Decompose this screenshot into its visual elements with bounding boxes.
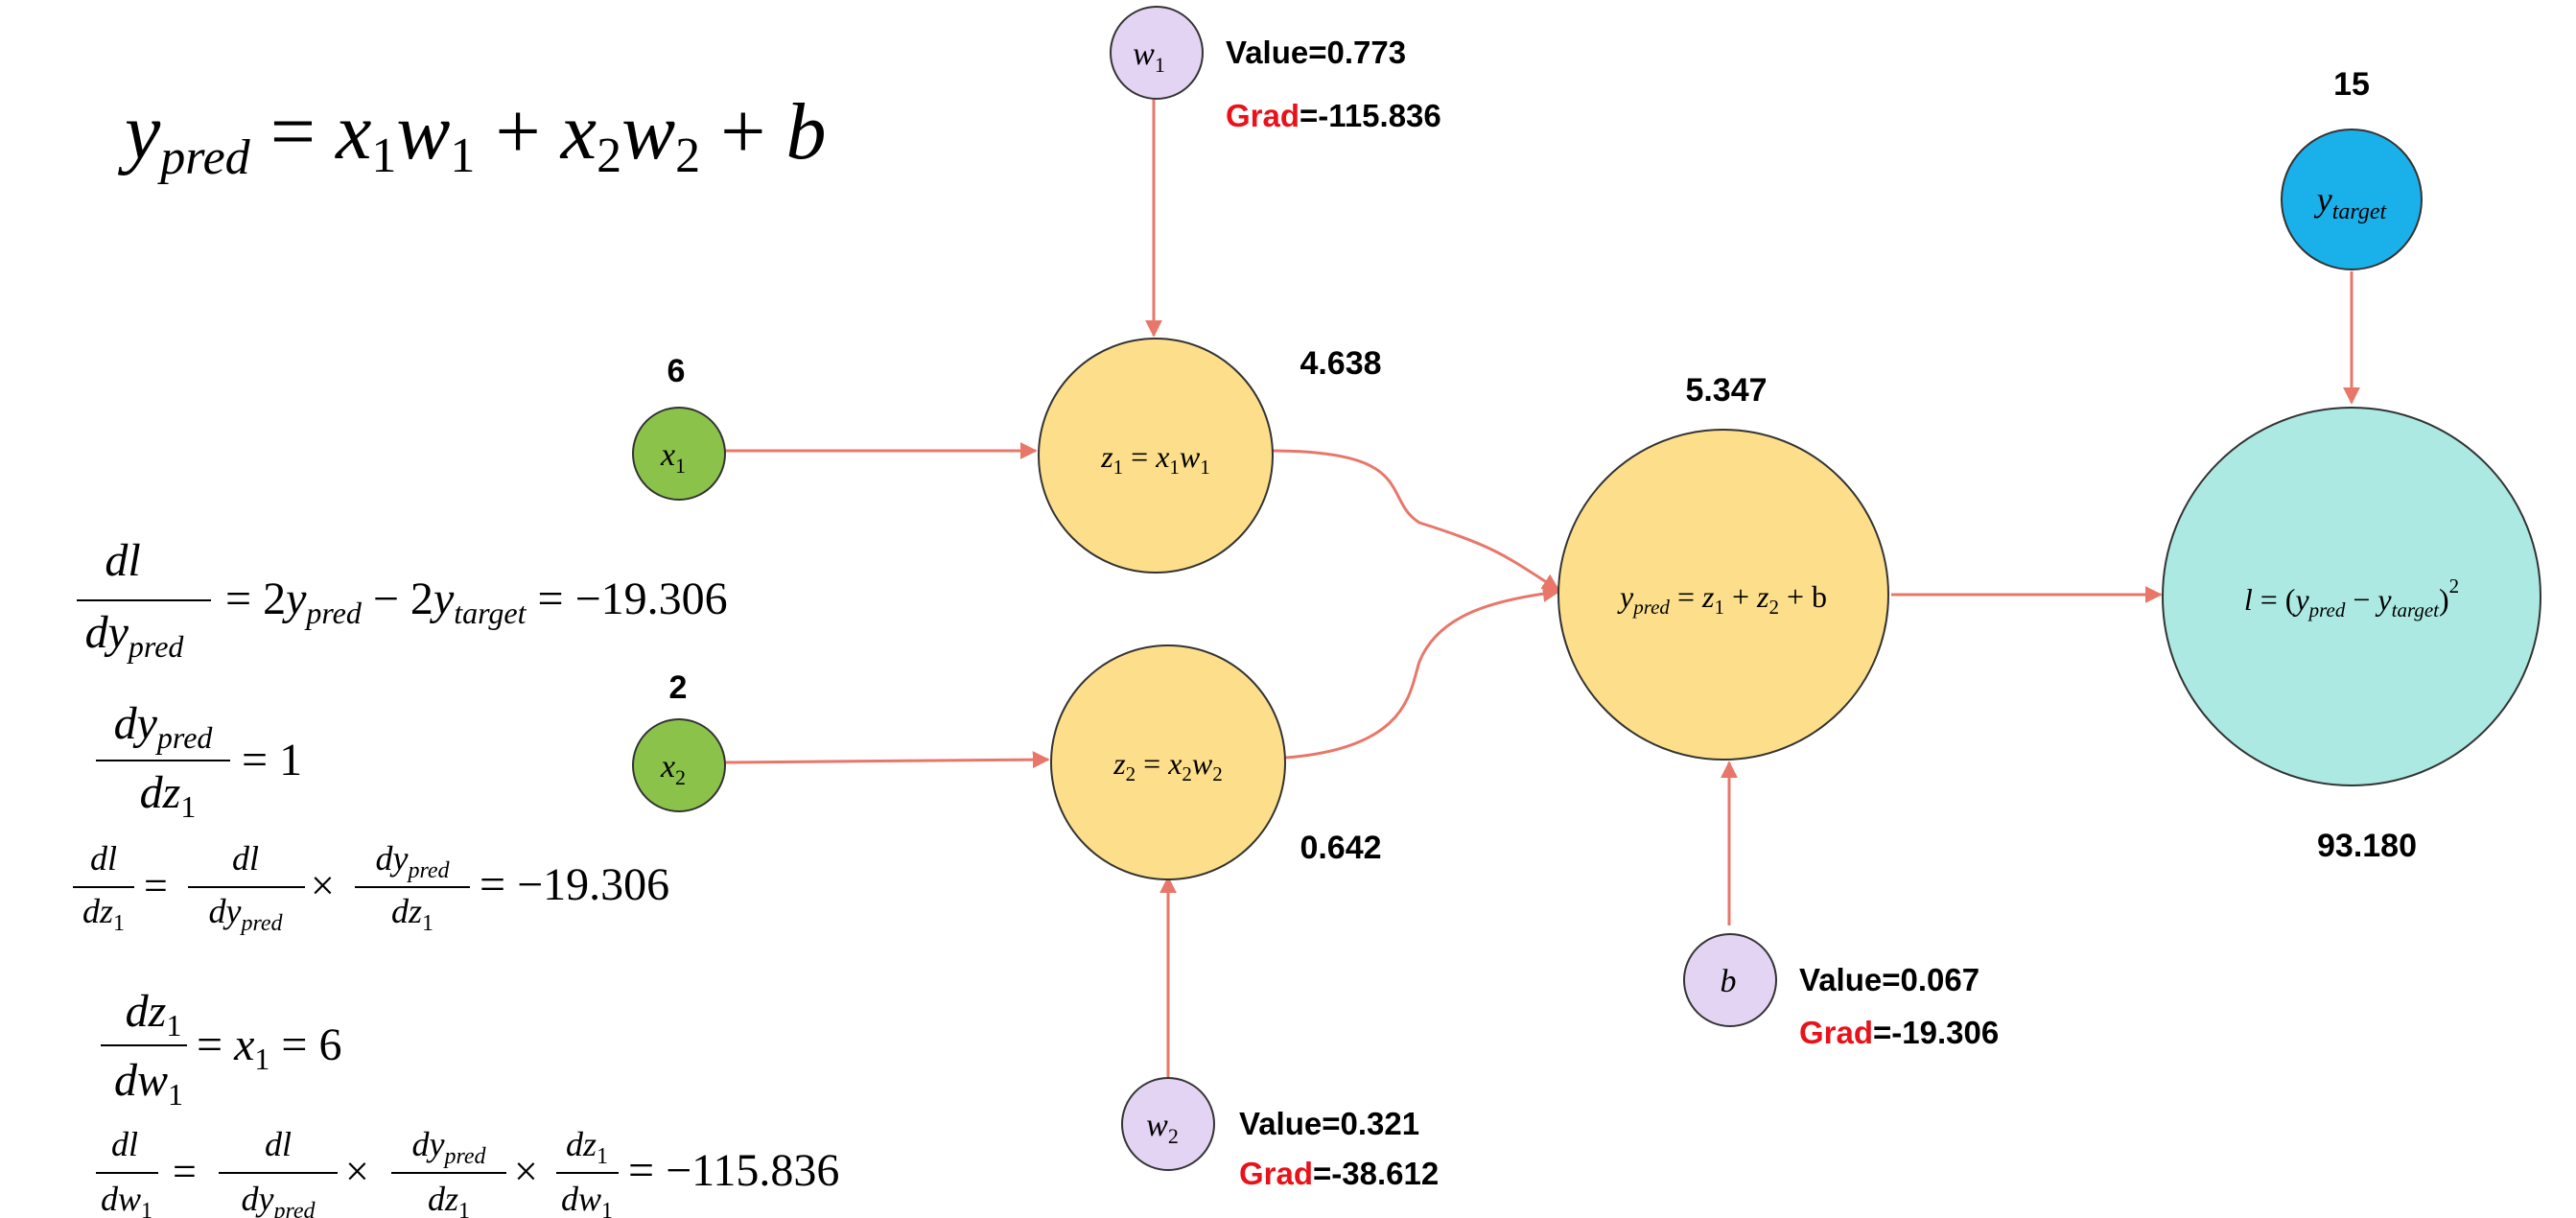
eq-dl-dypred: dl dypred = 2ypred − 2ytarget = −19.306 [77,535,728,664]
x2-node-circle [632,718,726,812]
svg-text:x2: x2 [660,749,686,789]
eq-dz1-dw1: dz1 dw1 = x1 = 6 [101,986,341,1112]
w2-value-text: Value=0.321 [1239,1106,1419,1141]
edge-x2-z2 [723,751,1050,769]
svg-text:dz1: dz1 [391,892,433,936]
svg-text:dz1: dz1 [140,767,197,824]
z1-node-circle [1038,338,1274,574]
dl-dz1-result: = −19.306 [480,859,669,910]
eq-dypred-dz1: dypred dz1 = 1 [96,698,302,824]
svg-text:dypred: dypred [411,1125,486,1169]
x1-node-circle [632,407,726,501]
dl-dw1-result: = −115.836 [628,1145,839,1196]
w1-node-circle [1110,6,1204,100]
svg-text:×: × [345,1148,369,1195]
node-w2: w2 Value=0.321 Grad=-38.612 [1121,1077,1439,1191]
x1-value-label: 6 [667,353,686,389]
node-ytarget: ytarget 15 [2281,66,2423,270]
w2-grad-text: Grad=-38.612 [1239,1156,1439,1191]
svg-text:dypred: dypred [114,698,214,755]
svg-text:dypred: dypred [375,839,450,883]
node-x2: x2 2 [632,669,726,812]
svg-text:×: × [514,1148,538,1195]
svg-text:ytarget: ytarget [2314,180,2388,224]
dl-dypred-result: = −19.306 [538,574,728,624]
svg-text:w2: w2 [1146,1108,1179,1148]
svg-text:=: = [173,1148,197,1195]
svg-text:dypred: dypred [241,1180,316,1218]
svg-text:= x1 = 6: = x1 = 6 [197,1019,341,1076]
z1-value-label: 4.638 [1300,345,1381,382]
svg-text:dz1: dz1 [566,1125,608,1169]
svg-text:ypred = x1w1 + x2w2 + b: ypred = x1w1 + x2w2 + b [117,87,826,185]
b-grad-text: Grad=-19.306 [1799,1015,1999,1050]
svg-text:dw1: dw1 [114,1055,183,1112]
node-z1: z1 = x1w1 4.638 [1038,338,1382,574]
loss-value-label: 93.180 [2317,828,2417,864]
ypred-value-label: 5.347 [1685,372,1767,409]
eq-dl-dz1: dl dz1 = dl dypred × dypred dz1 = −19.30… [73,839,669,936]
edge-z1-ypred [1270,449,1560,592]
eq-dl-dw1: dl dw1 = dl dypred × dypred dz1 × dz1 dw… [96,1125,839,1218]
z2-node-circle [1050,644,1286,880]
derivative-equations: dl dypred = 2ypred − 2ytarget = −19.306 … [73,535,839,1218]
svg-text:dw1: dw1 [561,1180,613,1218]
node-ypred: ypred = z1 + z2 + b 5.347 [1557,372,1889,761]
svg-text:dw1: dw1 [101,1180,152,1218]
svg-text:dypred: dypred [85,607,185,664]
svg-text:= 2ypred − 2ytarget = −19.306: = 2ypred − 2ytarget = −19.306 [225,574,728,630]
ytarget-node-circle [2281,129,2423,270]
b-node-circle [1683,933,1777,1027]
w1-value-text: Value=0.773 [1226,35,1406,70]
svg-text:dz1: dz1 [126,986,182,1042]
w2-node-circle [1121,1077,1215,1171]
b-value-text: Value=0.067 [1799,962,1979,997]
svg-text:=: = [144,862,168,909]
node-b: b Value=0.067 Grad=-19.306 [1683,933,1999,1050]
node-z2: z2 = x2w2 0.642 [1050,644,1382,880]
svg-text:dl: dl [90,839,117,878]
svg-text:dz1: dz1 [428,1180,470,1218]
dz1-dw1-result: = 6 [281,1019,341,1070]
x2-value-label: 2 [669,669,688,706]
ytarget-value-label: 15 [2333,66,2370,103]
edges [723,100,2360,1077]
svg-text:dl: dl [232,839,259,878]
node-x1: x1 6 [632,353,726,501]
svg-text:dl: dl [265,1125,292,1163]
node-loss: l = (ypred − ytarget)2 93.180 [2162,407,2541,864]
node-w1: w1 Value=0.773 Grad=-115.836 [1110,6,1441,133]
ypred-node-circle [1557,429,1889,761]
svg-text:b: b [1721,964,1737,999]
svg-text:dz1: dz1 [82,892,125,936]
w1-grad-text: Grad=-115.836 [1226,98,1441,133]
svg-text:dypred: dypred [208,892,283,936]
z2-value-label: 0.642 [1300,830,1381,866]
dypred-dz1-result: = 1 [242,735,302,785]
loss-node-circle [2162,407,2541,786]
svg-text:dl: dl [111,1125,138,1163]
svg-text:x1: x1 [660,437,686,478]
title-equation: ypred = x1w1 + x2w2 + b [117,87,826,185]
svg-text:×: × [311,862,335,909]
edge-z2-ypred [1284,585,1560,760]
svg-text:dl: dl [105,535,140,586]
svg-text:w1: w1 [1133,36,1165,77]
